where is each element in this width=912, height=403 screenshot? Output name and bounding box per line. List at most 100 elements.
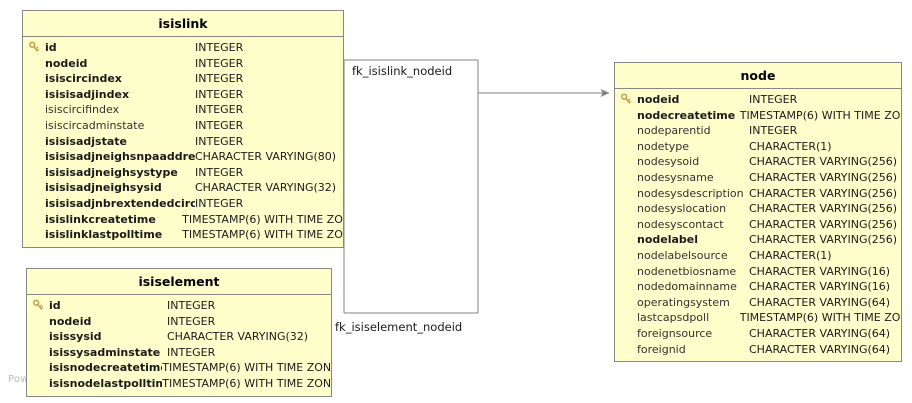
table-row[interactable]: isissysid CHARACTER VARYING(32): [27, 329, 331, 345]
table-row[interactable]: isiscircifindex INTEGER: [23, 102, 343, 118]
table-row[interactable]: nodesyslocation CHARACTER VARYING(256): [615, 201, 901, 217]
column-type: CHARACTER(1): [749, 248, 832, 262]
column-name: nodesyslocation: [637, 202, 727, 216]
column-type: TIMESTAMP(6) WITH TIME ZONE: [162, 376, 331, 390]
column-type: CHARACTER VARYING(80): [195, 150, 337, 164]
column-name: isisisadjneighsnpaaddress: [45, 150, 195, 164]
column-name: nodesysoid: [637, 155, 700, 169]
entity-title-isiselement: isiselement: [27, 269, 331, 295]
table-row[interactable]: isisisadjneighsystype INTEGER: [23, 165, 343, 181]
column-name: foreignid: [637, 342, 686, 356]
table-row[interactable]: isisisadjindex INTEGER: [23, 87, 343, 103]
table-row[interactable]: isiscircindex INTEGER: [23, 71, 343, 87]
column-type: CHARACTER VARYING(32): [195, 181, 337, 195]
table-row[interactable]: nodelabel CHARACTER VARYING(256): [615, 232, 901, 248]
table-row[interactable]: nodedomainname CHARACTER VARYING(16): [615, 279, 901, 295]
column-name: id: [45, 41, 57, 54]
column-name: isissysid: [49, 330, 102, 344]
entity-table-isiselement[interactable]: isiselement id INTEGER nodeid INTEGER is…: [26, 268, 332, 397]
table-row[interactable]: nodenetbiosname CHARACTER VARYING(16): [615, 264, 901, 280]
column-name: isisisadjneighsysid: [45, 181, 162, 195]
column-type: CHARACTER VARYING(256): [749, 155, 898, 169]
table-row[interactable]: nodecreatetime TIMESTAMP(6) WITH TIME ZO…: [615, 108, 901, 124]
table-row[interactable]: isislinkcreatetime TIMESTAMP(6) WITH TIM…: [23, 212, 343, 228]
connector-fk-isislink-nodeid: [343, 59, 610, 314]
table-row[interactable]: nodesysname CHARACTER VARYING(256): [615, 170, 901, 186]
table-row[interactable]: isisisadjnbrextendedcircid INTEGER: [23, 196, 343, 212]
entity-columns-isiselement: id INTEGER nodeid INTEGER isissysid CHAR…: [27, 295, 331, 396]
table-row[interactable]: nodeid INTEGER: [23, 56, 343, 72]
table-row[interactable]: id INTEGER: [27, 298, 331, 314]
column-name: isisnodelastpolltime: [49, 376, 163, 390]
table-row[interactable]: nodeparentid INTEGER: [615, 123, 901, 139]
table-row[interactable]: isisnodelastpolltime TIMESTAMP(6) WITH T…: [27, 376, 331, 392]
table-row[interactable]: isislinklastpolltime TIMESTAMP(6) WITH T…: [23, 227, 343, 243]
column-name: isisisadjnbrextendedcircid: [45, 196, 195, 210]
column-type: INTEGER: [167, 299, 216, 312]
table-row[interactable]: nodetype CHARACTER(1): [615, 139, 901, 155]
column-name: isislinkcreatetime: [45, 212, 156, 226]
column-type: INTEGER: [167, 345, 216, 359]
table-row[interactable]: foreignsource CHARACTER VARYING(64): [615, 326, 901, 342]
column-type: INTEGER: [749, 93, 798, 106]
table-row[interactable]: nodesyscontact CHARACTER VARYING(256): [615, 217, 901, 233]
column-name: isisisadjstate: [45, 134, 127, 148]
column-type: INTEGER: [195, 118, 244, 132]
column-name: isiscircifindex: [45, 103, 120, 117]
column-type: TIMESTAMP(6) WITH TIME ZONE: [739, 311, 901, 325]
column-type: TIMESTAMP(6) WITH TIME ZONE: [182, 228, 343, 242]
entity-table-node[interactable]: node nodeid INTEGER nodecreatetime TIMES…: [614, 62, 902, 363]
table-row[interactable]: nodeid INTEGER: [27, 314, 331, 330]
entity-columns-isislink: id INTEGER nodeid INTEGER isiscircindex …: [23, 37, 343, 247]
column-name: nodesysname: [637, 170, 714, 184]
table-row[interactable]: foreignid CHARACTER VARYING(64): [615, 342, 901, 358]
column-type: CHARACTER VARYING(16): [749, 264, 891, 278]
column-name: nodesyscontact: [637, 217, 724, 231]
column-name: isissysadminstate: [49, 345, 161, 359]
column-type: CHARACTER VARYING(256): [749, 233, 898, 247]
column-name: nodeid: [637, 93, 680, 106]
column-name: nodecreatetime: [637, 108, 736, 122]
table-row[interactable]: nodelabelsource CHARACTER(1): [615, 248, 901, 264]
table-row[interactable]: operatingsystem CHARACTER VARYING(64): [615, 295, 901, 311]
primary-key-icon: [27, 299, 49, 312]
table-row[interactable]: isissysadminstate INTEGER: [27, 345, 331, 361]
column-type: INTEGER: [195, 56, 244, 70]
column-name: operatingsystem: [637, 295, 730, 309]
entity-columns-node: nodeid INTEGER nodecreatetime TIMESTAMP(…: [615, 89, 901, 361]
column-type: CHARACTER VARYING(64): [749, 342, 891, 356]
primary-key-icon: [23, 41, 45, 54]
column-name: isisnodecreatetime: [49, 361, 163, 375]
table-row[interactable]: nodeid INTEGER: [615, 92, 901, 108]
entity-table-isislink[interactable]: isislink id INTEGER nodeid INTEGER isisc…: [22, 10, 344, 248]
table-row[interactable]: isisisadjneighsysid CHARACTER VARYING(32…: [23, 180, 343, 196]
table-row[interactable]: nodesysoid CHARACTER VARYING(256): [615, 154, 901, 170]
column-name: nodeparentid: [637, 124, 711, 138]
column-name: nodeid: [49, 314, 92, 328]
column-type: CHARACTER VARYING(32): [167, 330, 309, 344]
table-row[interactable]: isisisadjstate INTEGER: [23, 134, 343, 150]
column-type: TIMESTAMP(6) WITH TIME ZONE: [739, 108, 901, 122]
table-row[interactable]: isiscircadminstate INTEGER: [23, 118, 343, 134]
column-name: isisisadjindex: [45, 87, 130, 101]
column-type: INTEGER: [195, 134, 244, 148]
column-type: CHARACTER(1): [749, 139, 832, 153]
entity-title-isislink: isislink: [23, 11, 343, 37]
column-type: INTEGER: [749, 124, 798, 138]
column-name: isiscircindex: [45, 72, 122, 86]
column-type: INTEGER: [195, 41, 244, 54]
column-type: CHARACTER VARYING(256): [749, 217, 898, 231]
table-row[interactable]: id INTEGER: [23, 40, 343, 56]
table-row[interactable]: isisisadjneighsnpaaddress CHARACTER VARY…: [23, 149, 343, 165]
column-type: CHARACTER VARYING(256): [749, 170, 898, 184]
table-row[interactable]: isisnodecreatetime TIMESTAMP(6) WITH TIM…: [27, 360, 331, 376]
column-name: nodelabelsource: [637, 248, 728, 262]
column-name: foreignsource: [637, 326, 713, 340]
column-name: nodeid: [45, 56, 88, 70]
primary-key-icon: [615, 93, 637, 106]
column-name: isisisadjneighsystype: [45, 165, 178, 179]
column-name: id: [49, 299, 61, 312]
table-row[interactable]: nodesysdescription CHARACTER VARYING(256…: [615, 186, 901, 202]
table-row[interactable]: lastcapsdpoll TIMESTAMP(6) WITH TIME ZON…: [615, 310, 901, 326]
